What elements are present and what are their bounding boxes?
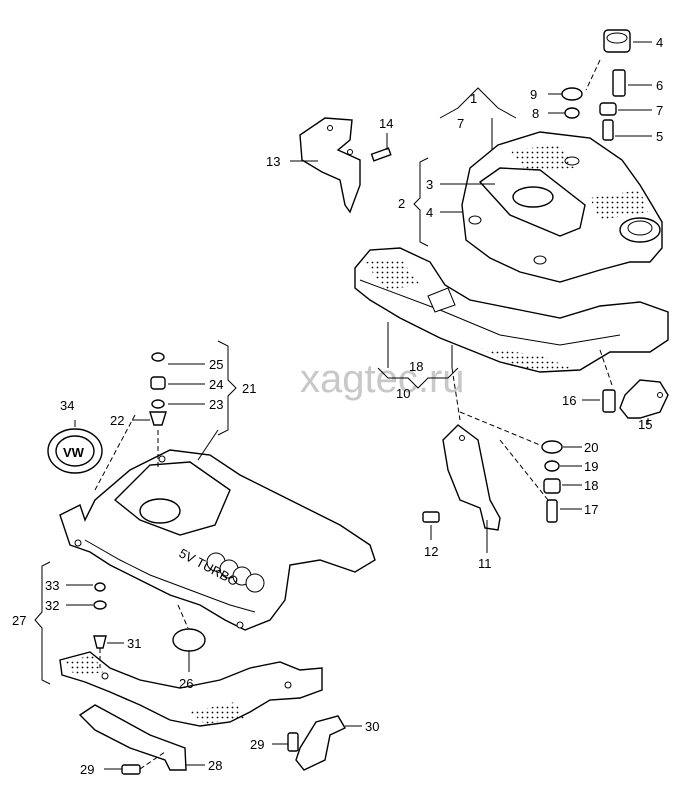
callout-18: 18	[584, 478, 598, 493]
part-29-bolt-right	[287, 732, 299, 752]
callout-3: 3	[426, 177, 433, 192]
bracket-30	[295, 715, 346, 771]
callout-20: 20	[584, 440, 598, 455]
callout-28: 28	[208, 758, 222, 773]
callout-4-mid: 4	[426, 205, 433, 220]
bracket-13	[299, 117, 361, 214]
part-22-clip	[149, 411, 167, 426]
callout-6: 6	[656, 78, 663, 93]
part-14-bolt	[370, 147, 392, 162]
part-9-cap	[561, 87, 583, 101]
upper-lower-tray	[354, 247, 669, 373]
callout-29-left: 29	[80, 762, 94, 777]
callout-9: 9	[530, 87, 537, 102]
part-16-bolt	[602, 389, 616, 413]
bracket-15	[619, 379, 669, 419]
callout-11: 11	[478, 556, 492, 571]
callout-8: 8	[532, 106, 539, 121]
vw-badge-text: VW	[63, 445, 85, 460]
callout-34: 34	[60, 398, 74, 413]
callout-19: 19	[584, 459, 598, 474]
callout-16: 16	[562, 393, 576, 408]
callout-26: 26	[179, 676, 193, 691]
callout-1: 1	[470, 91, 477, 106]
callout-30: 30	[365, 719, 379, 734]
callout-4: 4	[656, 35, 663, 50]
part-18-grommet	[543, 478, 561, 494]
callout-7-upper: 7	[457, 116, 464, 131]
part-7-grommet	[599, 102, 617, 116]
part-24-grommet	[150, 376, 166, 390]
callout-15: 15	[638, 417, 652, 432]
callout-24: 24	[209, 377, 223, 392]
callout-21: 21	[242, 381, 256, 396]
audi-rings-emblem	[206, 552, 265, 593]
part-25-pin	[151, 352, 165, 362]
part-23-washer	[151, 399, 165, 409]
part-32-washer	[93, 600, 107, 610]
part-4-cap	[603, 29, 631, 53]
part-19-washer	[544, 460, 560, 472]
callout-25: 25	[209, 357, 223, 372]
part-8-washer	[564, 107, 580, 119]
callout-13: 13	[266, 154, 280, 169]
callout-5: 5	[656, 129, 663, 144]
callout-17: 17	[584, 502, 598, 517]
bracket-11	[442, 424, 501, 531]
callout-33: 33	[45, 578, 59, 593]
callout-12: 12	[424, 544, 438, 559]
part-31-clip	[93, 635, 107, 649]
callout-27: 27	[12, 613, 26, 628]
part-5-bolt	[602, 119, 614, 141]
part-29-bolt-left	[121, 764, 141, 775]
part-20-cap	[541, 440, 563, 454]
callout-32: 32	[45, 598, 59, 613]
callout-23: 23	[209, 397, 223, 412]
part-34-badge: VW	[47, 428, 103, 474]
part-6-stud	[612, 69, 626, 97]
callout-7: 7	[656, 103, 663, 118]
upper-engine-cover	[461, 131, 663, 283]
callout-14: 14	[379, 116, 393, 131]
part-17-bolt	[546, 499, 558, 523]
lower-splash-tray	[59, 651, 323, 727]
callout-18-upper: 18	[409, 359, 423, 374]
part-33-pin	[94, 582, 106, 592]
callout-31: 31	[127, 636, 141, 651]
callout-29-right: 29	[250, 737, 264, 752]
part-26-seal-ring	[172, 628, 206, 652]
part-12-bolt	[422, 511, 440, 523]
callout-labels: 1 7 2 3 4 4 6 7 5 9 8 13 14 18 10 16 15 …	[12, 35, 663, 777]
main-engine-cover: 5V TURBO	[59, 449, 376, 631]
callout-22: 22	[110, 413, 124, 428]
leader-lines	[34, 41, 652, 770]
bracket-28	[78, 704, 187, 771]
callout-10: 10	[396, 386, 410, 401]
watermark-text: xagtec.ru	[300, 357, 465, 401]
callout-2: 2	[398, 196, 405, 211]
